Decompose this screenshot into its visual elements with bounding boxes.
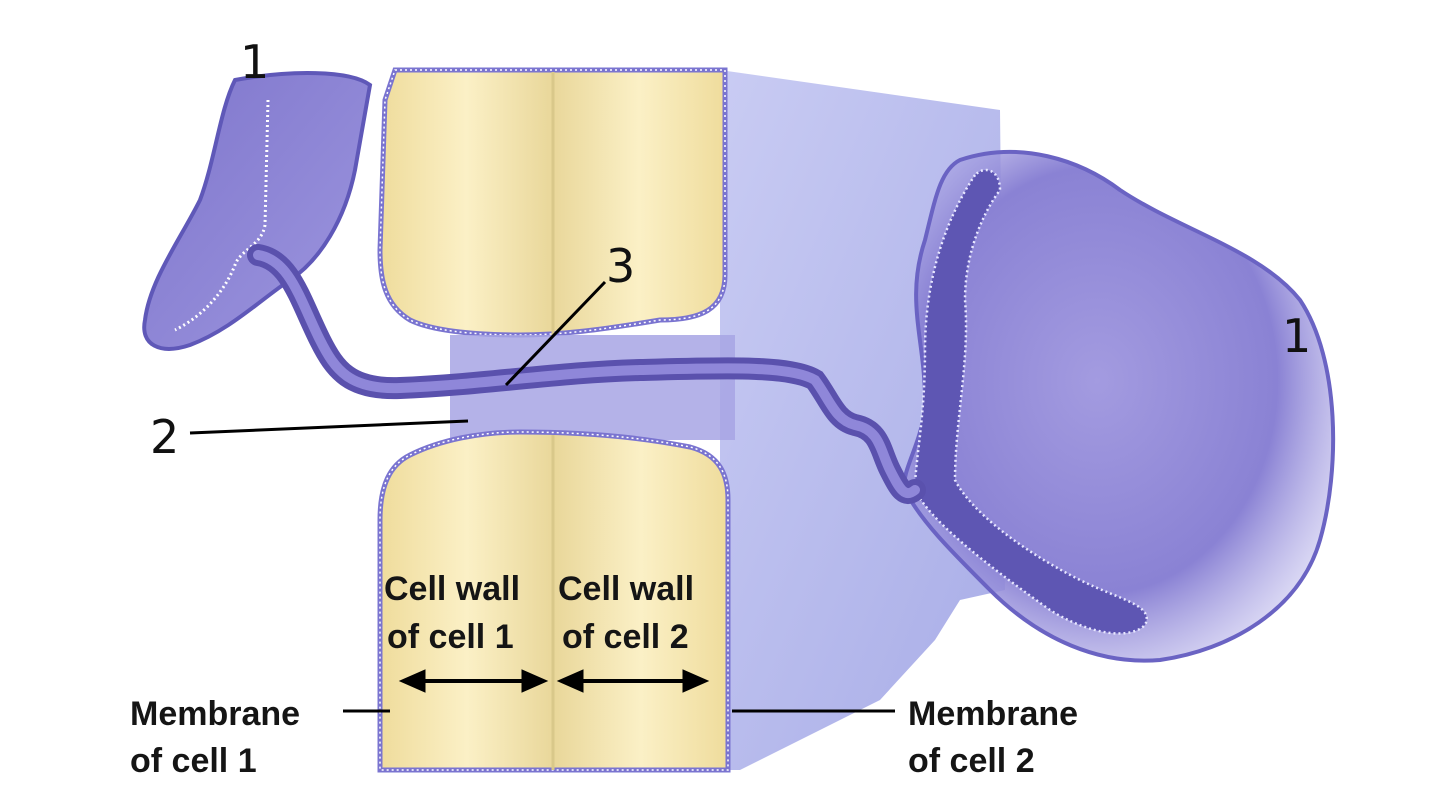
label-1-cell1: 1 [240, 35, 269, 89]
leader-line-3 [504, 280, 607, 387]
cell2-cytoplasm [902, 149, 1336, 663]
cell2-wall-label-line1: Cell wall [558, 570, 694, 608]
membrane-cell1-label-line2: of cell 1 [130, 742, 257, 780]
membrane-cell1-label-line1: Membrane [130, 695, 300, 733]
cell2-wall-label-line2: of cell 2 [562, 618, 689, 656]
cell1-wall-label-line1: Cell wall [384, 570, 520, 608]
cell1-cytoplasm [142, 71, 373, 351]
label-2: 2 [150, 410, 179, 464]
membrane-cell2-label-line2: of cell 2 [908, 742, 1035, 780]
cell1-wall-label-line2: of cell 1 [387, 618, 514, 656]
cell1-membrane-fold [174, 99, 270, 332]
label-3: 3 [606, 239, 635, 293]
membrane-cell2-label-line1: Membrane [908, 695, 1078, 733]
leader-line-2 [189, 419, 469, 435]
cell1-wall-width-arrow [398, 669, 549, 693]
cell2-membrane-fold [913, 168, 1148, 635]
label-1-cell2: 1 [1282, 309, 1311, 363]
cell2-wall-width-arrow [556, 669, 710, 693]
